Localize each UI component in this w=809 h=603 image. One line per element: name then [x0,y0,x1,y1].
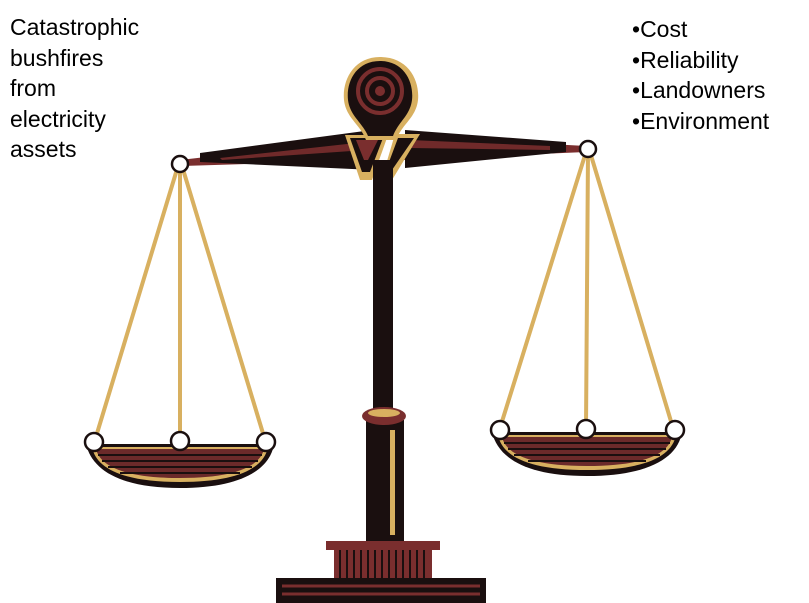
left-label-line: from [10,75,56,101]
scale-rings [83,139,686,453]
right-pan-strings [498,150,675,430]
right-list-item-text: Landowners [640,77,766,103]
scale-pillar [362,160,406,545]
right-weight-list: •Cost •Reliability •Landowners •Environm… [632,14,769,136]
left-label-line: electricity [10,105,106,132]
bullet: • [632,107,641,134]
right-list-item: •Environment [632,106,769,137]
scale-beam [180,130,586,170]
right-list-item: •Reliability [632,45,769,76]
right-list-item: •Landowners [632,75,769,106]
left-pan-strings [93,164,267,442]
left-label-line: bushfires [10,44,104,71]
left-weight-label: Catastrophic bushfires from electricity … [10,12,200,165]
scale-base [276,541,486,603]
right-list-item-text: Reliability [640,46,739,73]
right-list-item: •Cost [632,14,769,45]
bullet: • [632,77,641,103]
bullet: • [632,46,641,73]
right-list-item-text: Environment [640,107,770,134]
left-label-line: assets [10,136,77,162]
scale-finial [343,57,419,140]
left-label-line: Catastrophic [10,14,140,40]
right-list-item-text: Cost [640,16,688,42]
right-pan [492,432,682,476]
bullet: • [632,16,641,42]
left-pan [86,444,274,488]
